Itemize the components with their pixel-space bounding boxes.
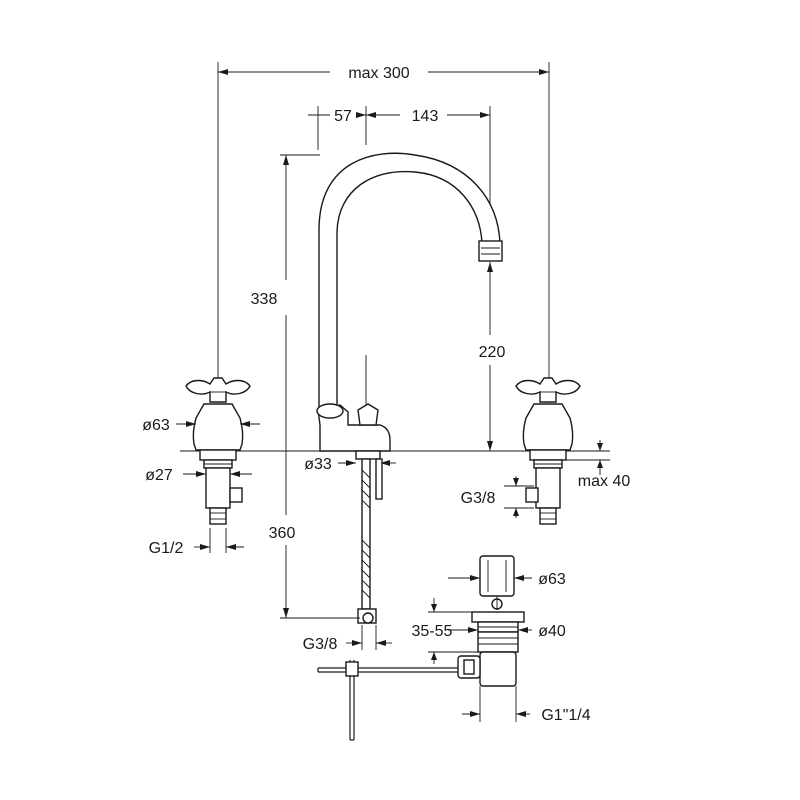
- spout-mounting: ø33: [304, 450, 396, 624]
- dim-label-waste-adjust-range: 35-55: [412, 623, 453, 640]
- dim-label-body-diameter: ø27: [145, 467, 173, 484]
- dim-label-waste-knob-diameter: ø63: [538, 571, 566, 588]
- left-valve: [185, 377, 251, 525]
- popup-waste: [457, 555, 525, 687]
- dim-label-hose-length: 360: [269, 525, 296, 542]
- dim-label-spout-reach: 143: [412, 108, 439, 125]
- dim-label-mount-diameter: ø33: [304, 456, 332, 473]
- dim-label-outlet-height: 220: [479, 344, 506, 361]
- dim-label-waste-body-diameter: ø40: [538, 623, 566, 640]
- dimension-outlet-height: 220: [479, 262, 506, 451]
- dimension-hose-connection: G3/8: [303, 625, 392, 653]
- spout: [316, 152, 503, 452]
- dimension-spout-offsets: 57 143: [308, 106, 491, 235]
- dim-label-hose-connection: G3/8: [303, 636, 338, 653]
- dim-label-overall-width: max 300: [348, 65, 409, 82]
- dimension-right-valve: max 40 G3/8: [461, 440, 631, 518]
- dimension-left-valve: ø63 ø27 G1/2: [142, 417, 260, 557]
- dim-label-spout-height: 338: [251, 291, 278, 308]
- dim-label-spout-offset: 57: [334, 108, 352, 125]
- dimension-waste: ø63 ø40 35-55 G1"1/4: [412, 571, 591, 724]
- dimension-hose-length: 360: [269, 451, 360, 619]
- dim-label-right-connection: G3/8: [461, 490, 496, 507]
- dimension-spout-height: 338: [251, 154, 320, 451]
- waste-pull-rod: [317, 660, 458, 741]
- dimension-overall-width: max 300: [217, 62, 550, 380]
- right-valve: [515, 377, 581, 525]
- dim-label-deck-thickness: max 40: [578, 473, 631, 490]
- dim-label-handle-diameter: ø63: [142, 417, 170, 434]
- dim-label-left-connection: G1/2: [149, 540, 184, 557]
- dim-label-waste-thread: G1"1/4: [541, 707, 590, 724]
